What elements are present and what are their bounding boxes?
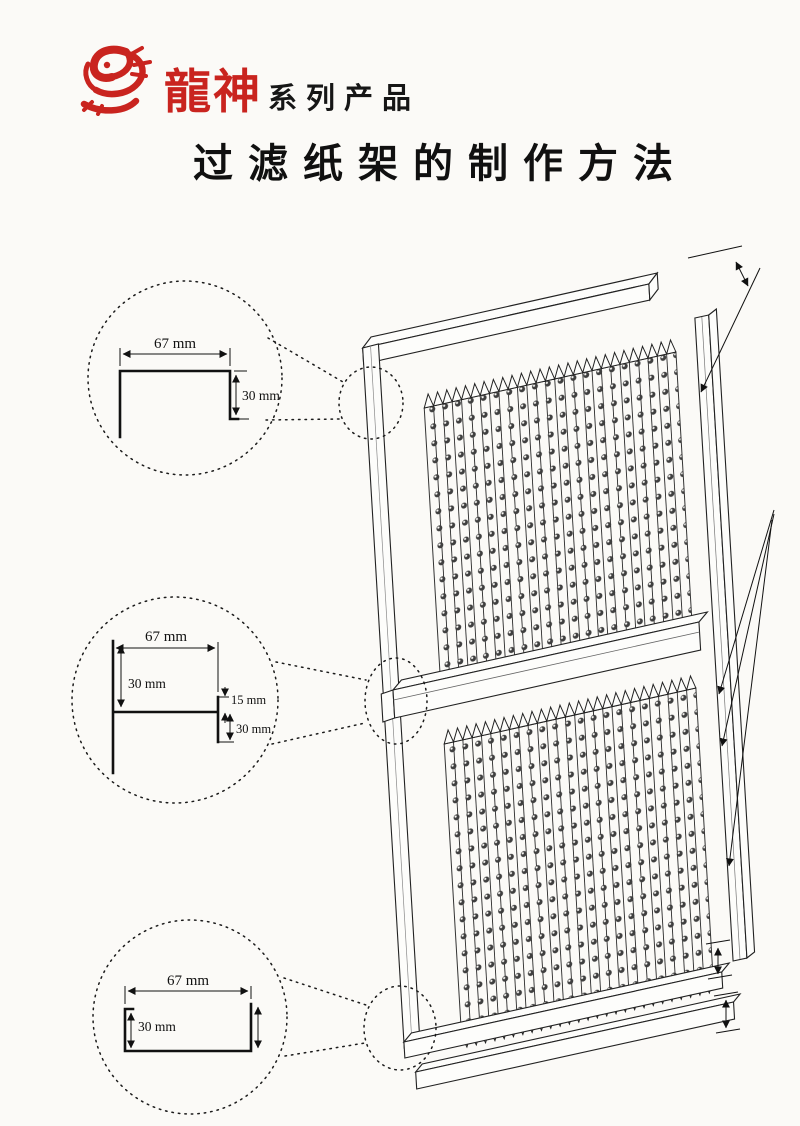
h-profile [111, 639, 220, 775]
annotation-arrows [687, 245, 775, 1034]
bottom-channel [414, 993, 742, 1090]
detail-circle-top: 67 mm 30 mm [87, 280, 283, 476]
detail-circle-bottom: 67 mm 30 mm [92, 919, 288, 1115]
dragon-eye [103, 61, 111, 69]
brand-series-label: 系列产品 [268, 82, 421, 115]
dim-middle-upper: 30 mm [128, 676, 166, 691]
bottom-rail [402, 962, 731, 1059]
callout-ellipse-bottom [363, 985, 437, 1071]
detail-circle-middle: 67 mm 30 mm 15 mm 30 mm [71, 596, 279, 804]
dim-bottom-width: 67 mm [167, 973, 209, 989]
middle-rail [380, 611, 709, 723]
page-title: 过滤纸架的制作方法 [193, 142, 688, 186]
dim-top-width: 67 mm [154, 336, 196, 352]
brand-header: 龍神 系列产品 [72, 42, 421, 120]
dragon-logo-icon [80, 45, 152, 116]
u-channel-down-profile [118, 369, 240, 439]
callout-ellipse-middle [364, 657, 428, 745]
dim-bottom-height: 30 mm [138, 1019, 176, 1034]
brand-name: 龍神 [164, 67, 262, 120]
dim-middle-width: 67 mm [145, 629, 187, 645]
top-rail [361, 271, 659, 365]
callout-leader-lines [265, 337, 367, 1057]
right-side-channel [694, 307, 756, 962]
u-channel-up-profile [123, 1002, 253, 1053]
callout-ellipse-top [338, 366, 404, 440]
dim-middle-lower: 30 mm [236, 722, 271, 736]
filter-frame-assembly [361, 271, 756, 1090]
dim-middle-lip: 15 mm [231, 693, 266, 707]
dim-top-height: 30 mm [242, 388, 280, 403]
